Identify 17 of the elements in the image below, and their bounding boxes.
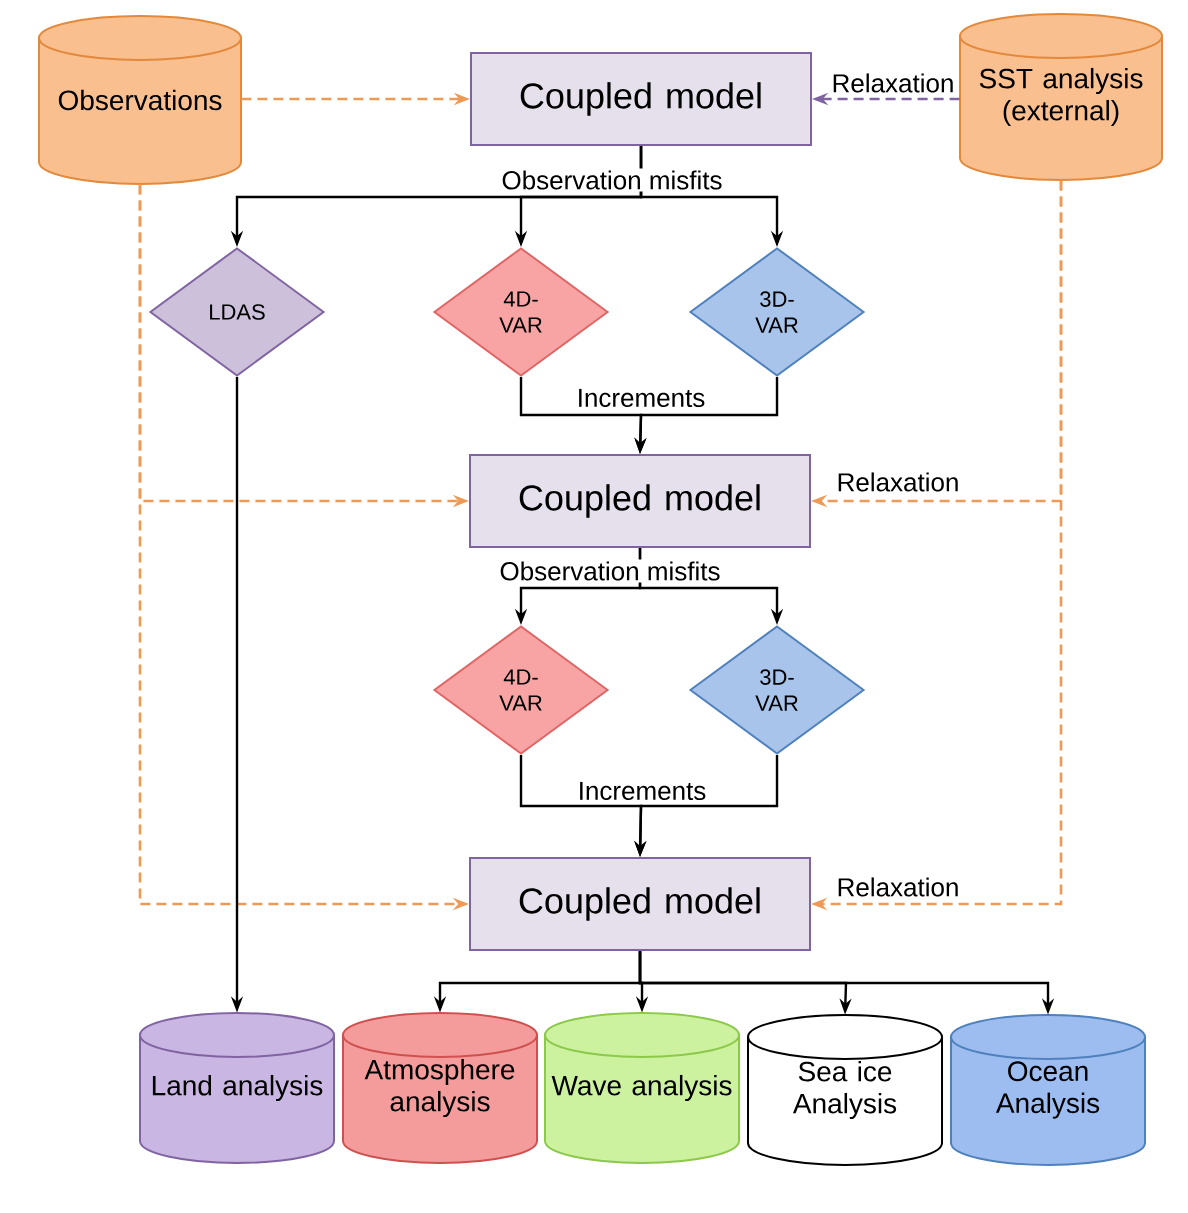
edge-label: Relaxation [834, 470, 962, 494]
database-cylinder: Atmosphere analysis [342, 1012, 538, 1164]
edge-label: Observation misfits [497, 559, 723, 583]
edge-label: Relaxation [834, 875, 962, 899]
database-cylinder: Sea ice Analysis [747, 1014, 943, 1166]
edge-label: Observation misfits [499, 168, 725, 192]
edge-label: Increments [575, 779, 709, 803]
process-box: Coupled model [470, 52, 812, 146]
database-cylinder: Ocean Analysis [950, 1014, 1146, 1166]
database-cylinder: Wave analysis [544, 1012, 740, 1164]
database-cylinder: Observations [38, 15, 242, 185]
edge-label: Relaxation [829, 71, 957, 95]
process-box: Coupled model [469, 454, 811, 548]
database-cylinder: Land analysis [139, 1012, 335, 1164]
process-box: Coupled model [469, 857, 811, 951]
edge-label: Increments [574, 386, 708, 410]
database-cylinder: SST analysis (external) [959, 13, 1163, 181]
